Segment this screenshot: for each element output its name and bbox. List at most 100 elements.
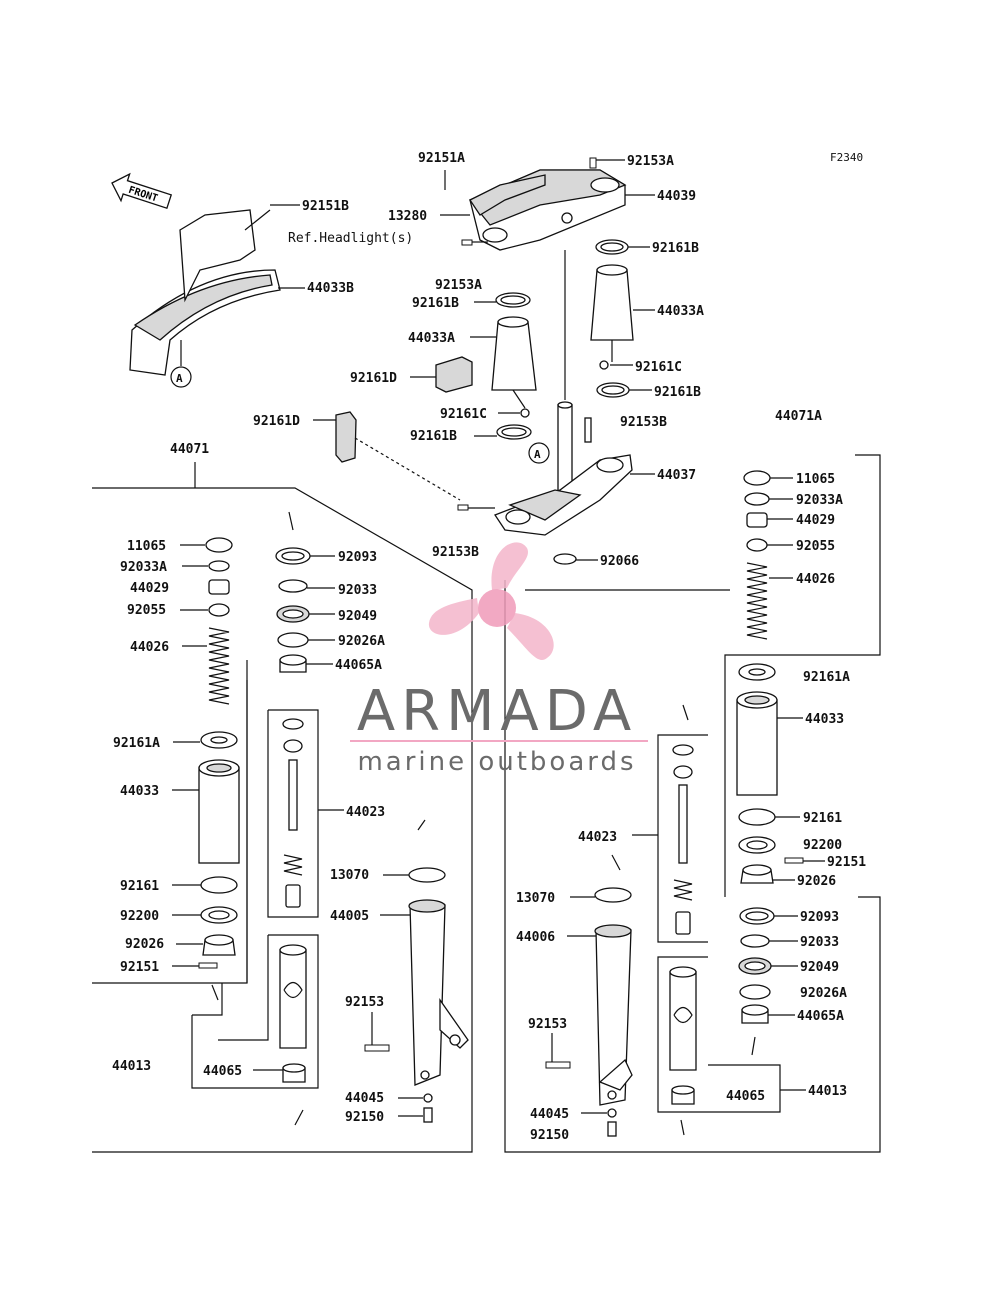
label-44033B: 44033B xyxy=(307,281,354,296)
front-arrow-icon: FRONT xyxy=(111,172,173,210)
label-92161D-b: 92161D xyxy=(253,414,300,429)
outer-tube-44006 xyxy=(594,924,633,1106)
pad-92161D-b xyxy=(335,411,357,463)
box-44023-r xyxy=(657,734,708,943)
label-92153-r: 92153 xyxy=(528,1017,567,1032)
washer-92026A-l xyxy=(277,632,309,648)
cap-11065-l xyxy=(205,537,233,553)
pad-92161D-a xyxy=(435,356,473,393)
label-92049-r: 92049 xyxy=(800,960,839,975)
label-92161D-a: 92161D xyxy=(350,371,397,386)
label-92093-l: 92093 xyxy=(338,550,377,565)
bush-tube-r xyxy=(669,971,697,1071)
bolt-44029-l xyxy=(208,579,230,595)
propeller-icon xyxy=(428,542,554,660)
label-92200-r: 92200 xyxy=(803,838,842,853)
label-92153B-b: 92153B xyxy=(432,545,479,560)
label-92153A-top: 92153A xyxy=(627,154,674,169)
group-box-44071A xyxy=(504,580,881,1153)
label-92026A-l: 92026A xyxy=(338,634,385,649)
washer-92026A-r xyxy=(739,984,771,1000)
ring-13070-r xyxy=(594,887,632,903)
label-92026-r: 92026 xyxy=(797,874,836,889)
clip-92033-l xyxy=(278,579,308,593)
label-92093-r: 92093 xyxy=(800,910,839,925)
spring-44026-r xyxy=(746,562,768,640)
label-44013-r: 44013 xyxy=(808,1084,847,1099)
label-11065-l: 11065 xyxy=(127,539,166,554)
damper-rod-44023-r xyxy=(678,784,688,864)
bolt-44029-r xyxy=(746,512,768,528)
damper-rod-44023-l xyxy=(288,759,298,831)
label-44023-r: 44023 xyxy=(578,830,617,845)
label-44065-r: 44065 xyxy=(726,1089,765,1104)
spring-small-r xyxy=(673,879,693,901)
oring-92055-r xyxy=(746,538,768,552)
label-92151-l: 92151 xyxy=(120,960,159,975)
label-44026-r: 44026 xyxy=(796,572,835,587)
ref-headlight: Ref.Headlight(s) xyxy=(288,231,413,246)
oring-92033A-r xyxy=(744,492,770,506)
label-44071A: 44071A xyxy=(775,409,822,424)
label-92161B-d: 92161B xyxy=(410,429,457,444)
label-92151-r: 92151 xyxy=(827,855,866,870)
steering-stem-44037 xyxy=(494,401,633,536)
label-44033-l: 44033 xyxy=(120,784,159,799)
label-92153-l: 92153 xyxy=(345,995,384,1010)
label-44029-l: 44029 xyxy=(130,581,169,596)
label-92153B-r: 92153B xyxy=(620,415,667,430)
oring-92055-l xyxy=(208,603,230,617)
bush-tube-l xyxy=(279,949,307,1049)
label-44033A-r: 44033A xyxy=(657,304,704,319)
label-92153A-b: 92153A xyxy=(435,278,482,293)
label-92055-l: 92055 xyxy=(127,603,166,618)
label-92161-l: 92161 xyxy=(120,879,159,894)
label-92161B-c: 92161B xyxy=(412,296,459,311)
box-44023-l xyxy=(267,709,319,918)
label-92066: 92066 xyxy=(600,554,639,569)
spring-small-l xyxy=(283,854,303,876)
label-11065-r: 11065 xyxy=(796,472,835,487)
marker-a-right-icon xyxy=(528,442,550,464)
label-92150-l: 92150 xyxy=(345,1110,384,1125)
cap-11065-r xyxy=(743,470,771,486)
label-92033-r: 92033 xyxy=(800,935,839,950)
label-44065A-l: 44065A xyxy=(335,658,382,673)
label-92026-l: 92026 xyxy=(125,937,164,952)
label-92049-l: 92049 xyxy=(338,609,377,624)
label-92161B-a: 92161B xyxy=(652,241,699,256)
label-44006: 44006 xyxy=(516,930,555,945)
group-box-44071 xyxy=(92,487,473,1153)
label-44065A-r: 44065A xyxy=(797,1009,844,1024)
box-44065-r xyxy=(657,956,708,1113)
label-13280: 13280 xyxy=(388,209,427,224)
grommet-92161C-right xyxy=(599,360,609,370)
label-44037: 44037 xyxy=(657,468,696,483)
washer-44045-l xyxy=(423,1093,433,1103)
nut-92066 xyxy=(553,553,577,565)
label-44045-r: 44045 xyxy=(530,1107,569,1122)
label-92151A: 92151A xyxy=(418,151,465,166)
label-44026-l: 44026 xyxy=(130,640,169,655)
label-92026A-r: 92026A xyxy=(800,986,847,1001)
bolt-92150-r xyxy=(607,1121,617,1137)
label-44033-r: 44033 xyxy=(805,712,844,727)
label-92161C-r: 92161C xyxy=(635,360,682,375)
label-92033-l: 92033 xyxy=(338,583,377,598)
label-44039: 44039 xyxy=(657,189,696,204)
label-92055-r: 92055 xyxy=(796,539,835,554)
watermark-logo xyxy=(428,542,554,660)
label-44071: 44071 xyxy=(170,442,209,457)
ring-13070-l xyxy=(408,867,446,883)
cover-44033A-left xyxy=(491,321,537,391)
label-92200-l: 92200 xyxy=(120,909,159,924)
spacer-44033-r xyxy=(736,699,778,796)
label-92033A-l: 92033A xyxy=(120,560,167,575)
oring-92033A-l xyxy=(208,560,230,572)
label-44023-l: 44023 xyxy=(346,805,385,820)
box-44065-l xyxy=(191,934,319,1089)
label-92161B-b2: 92161B xyxy=(654,385,701,400)
label-44013-l: 44013 xyxy=(112,1059,151,1074)
